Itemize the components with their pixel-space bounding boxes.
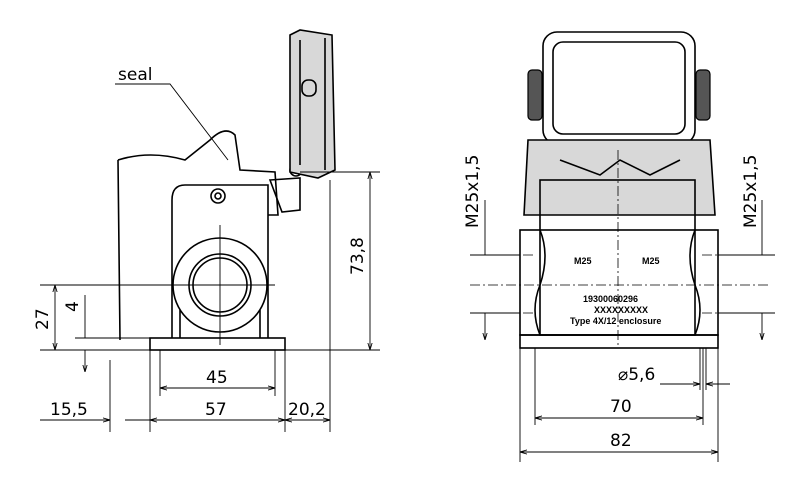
dim-73-8: 73,8 — [348, 237, 368, 275]
dim-57: 57 — [205, 400, 227, 420]
thread-right-label: M25x1,5 — [741, 155, 761, 228]
serial-marking: XXXXXXXXX — [594, 305, 648, 315]
seal-label: seal — [118, 65, 152, 85]
part-number: 19300060296 — [583, 294, 638, 304]
thread-left-label: M25x1,5 — [463, 155, 483, 228]
dim-45: 45 — [206, 368, 228, 388]
dim-82: 82 — [610, 431, 632, 451]
hood-top — [542, 31, 696, 145]
lever-right — [695, 69, 711, 121]
locking-lever — [117, 130, 279, 341]
dim-20-2: 20,2 — [288, 400, 326, 420]
side-view: seal 73,8 27 4 45 57 15,5 20,2 — [33, 29, 380, 432]
front-view: M25 M25 19300060296 XXXXXXXXX Type 4X/12… — [463, 31, 775, 462]
type-marking: Type 4X/12 enclosure — [570, 316, 661, 326]
hood-window — [552, 41, 686, 135]
dim-hole-5-6: ⌀5,6 — [618, 365, 655, 385]
lever-pivot — [210, 188, 226, 204]
base-plate — [149, 337, 286, 351]
marking-m25-left: M25 — [574, 256, 592, 266]
hood-cover — [289, 29, 336, 179]
dim-15-5: 15,5 — [50, 400, 88, 420]
marking-m25-right: M25 — [642, 256, 660, 266]
dim-27: 27 — [33, 308, 53, 330]
base-plate — [519, 334, 719, 349]
dim-4: 4 — [63, 301, 83, 312]
dim-70: 70 — [610, 397, 632, 417]
housing-body — [171, 184, 269, 338]
lever-left — [527, 69, 543, 121]
